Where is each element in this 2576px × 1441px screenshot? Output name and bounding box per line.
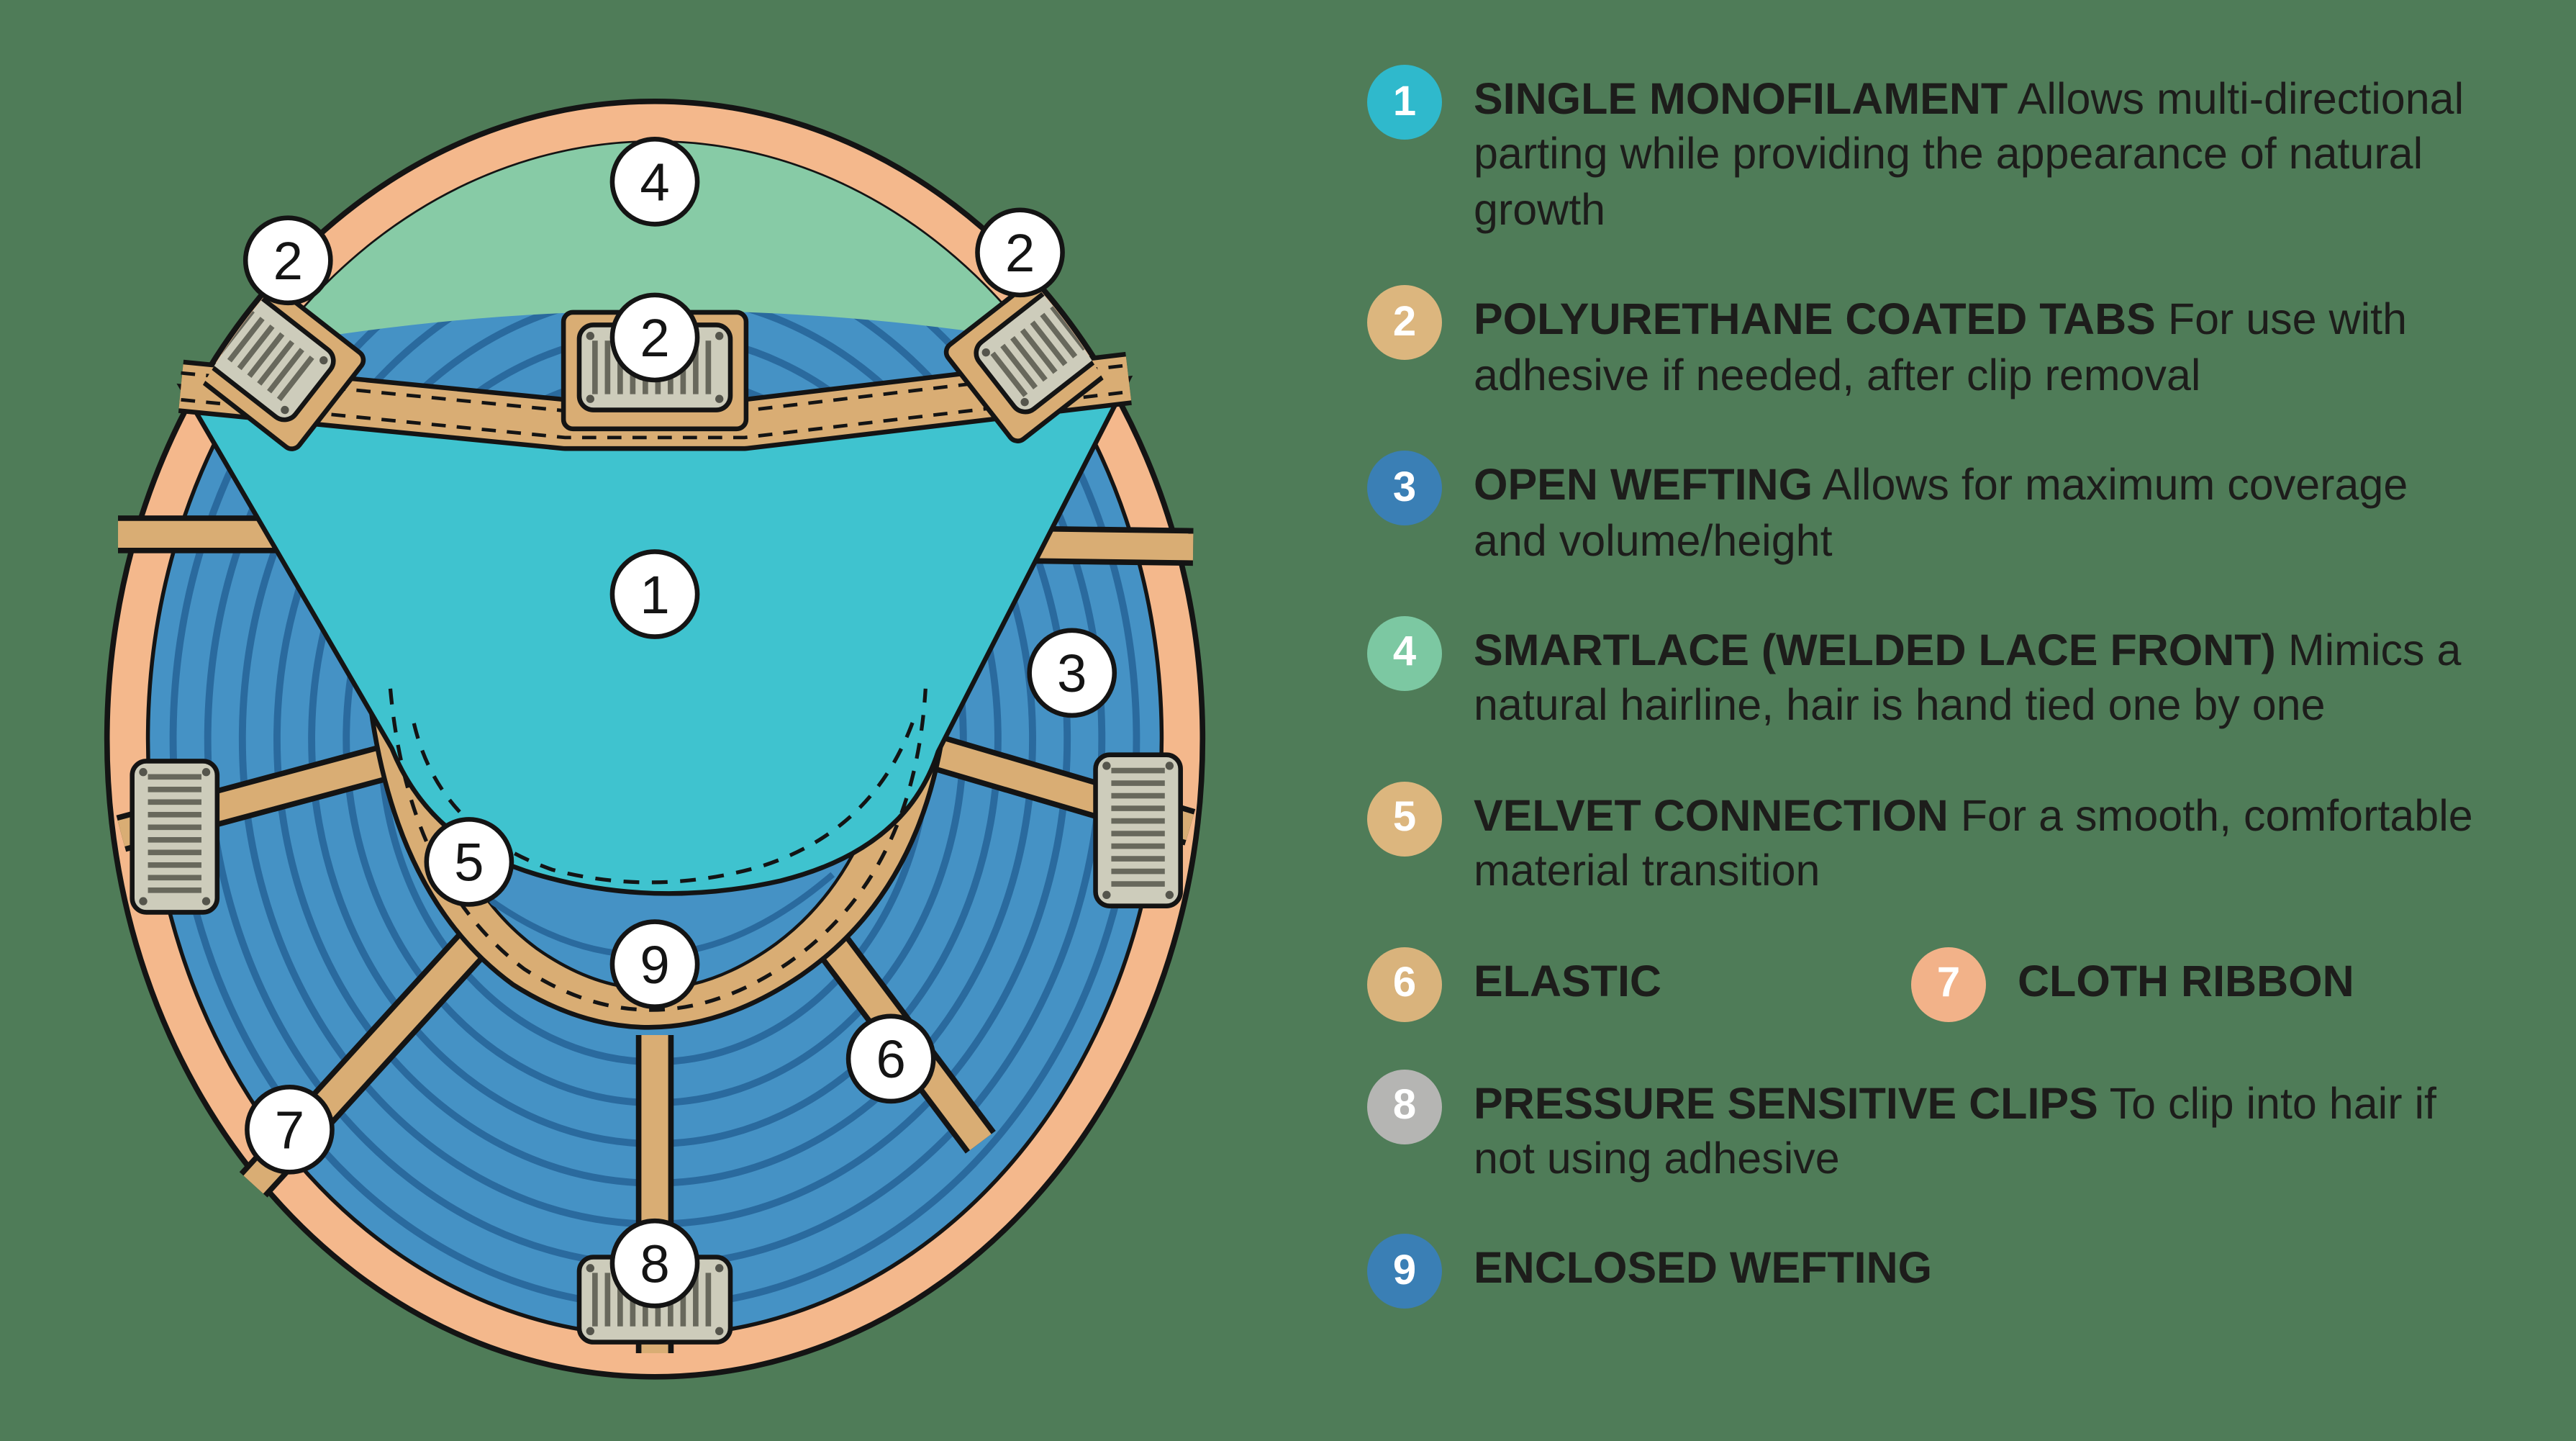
- legend-text-1: SINGLE MONOFILAMENT Allows multi-directi…: [1474, 72, 2481, 238]
- legend-item-single-monofilament: 1 SINGLE MONOFILAMENT Allows multi-direc…: [1367, 65, 2536, 238]
- marker-label: 2: [273, 231, 303, 291]
- legend-badge-9: 9: [1367, 1234, 1442, 1309]
- legend-title-1: SINGLE MONOFILAMENT: [1474, 75, 2008, 124]
- legend-title-8: PRESSURE SENSITIVE CLIPS: [1474, 1079, 2098, 1129]
- marker-clips: 8: [609, 1218, 700, 1309]
- legend-desc-4: Mimics a natural hairline, hair is hand …: [1474, 625, 2462, 731]
- legend-item-elastic: 6 ELASTIC: [1367, 947, 1911, 1022]
- legend-text-8: PRESSURE SENSITIVE CLIPS To clip into ha…: [1474, 1076, 2481, 1187]
- legend-text-6: ELASTIC: [1474, 954, 1661, 1009]
- marker-label: 4: [640, 153, 669, 212]
- marker-elastic: 6: [845, 1013, 936, 1104]
- legend-text-2: POLYURETHANE COATED TABS For use with ad…: [1474, 293, 2481, 404]
- legend-item-velvet-connection: 5 VELVET CONNECTION For a smooth, comfor…: [1367, 781, 2536, 900]
- legend-desc-3: Allows for maximum coverage and volume/h…: [1474, 461, 2408, 566]
- legend-text-4: SMARTLACE (WELDED LACE FRONT) Mimics a n…: [1474, 623, 2481, 734]
- legend-title-3: OPEN WEFTING: [1474, 461, 1813, 510]
- legend-badge-3: 3: [1367, 451, 1442, 526]
- marker-label: 6: [876, 1029, 905, 1089]
- marker-tab-left: 2: [242, 215, 333, 306]
- legend-text-7: CLOTH RIBBON: [2018, 954, 2354, 1009]
- legend-badge-7: 7: [1911, 947, 1986, 1022]
- legend-item-enclosed-wefting: 9 ENCLOSED WEFTING: [1367, 1234, 2536, 1309]
- marker-velvet: 5: [424, 817, 514, 907]
- legend-item-elastic-and-ribbon: 6 ELASTIC 7 CLOTH RIBBON: [1367, 947, 2536, 1022]
- marker-label: 2: [640, 308, 669, 368]
- legend-title-5: VELVET CONNECTION: [1474, 791, 1949, 841]
- velvet-stitch-outer: [388, 688, 928, 1012]
- legend-title-6: ELASTIC: [1474, 957, 1661, 1006]
- marker-label: 7: [275, 1101, 304, 1160]
- front-band-stitch-bottom: [181, 390, 1129, 440]
- marker-label: 9: [640, 935, 669, 995]
- legend-item-smartlace: 4 SMARTLACE (WELDED LACE FRONT) Mimics a…: [1367, 615, 2536, 734]
- legend-badge-4: 4: [1367, 615, 1442, 691]
- legend-item-pu-tabs: 2 POLYURETHANE COATED TABS For use with …: [1367, 285, 2536, 404]
- clip-left-side: [132, 761, 217, 912]
- clip-right-side: [1096, 755, 1181, 906]
- legend-badge-2: 2: [1367, 285, 1442, 361]
- front-band-stitch-top: [181, 363, 1129, 413]
- legend-badge-6: 6: [1367, 947, 1442, 1022]
- legend-text-3: OPEN WEFTING Allows for maximum coverage…: [1474, 458, 2481, 569]
- legend: 1 SINGLE MONOFILAMENT Allows multi-direc…: [1367, 65, 2536, 1309]
- marker-open-wefting: 3: [1027, 628, 1117, 718]
- legend-desc-5: For a smooth, comfortable material trans…: [1474, 791, 2473, 896]
- legend-title-4: SMARTLACE (WELDED LACE FRONT): [1474, 625, 2276, 675]
- legend-item-pressure-clips: 8 PRESSURE SENSITIVE CLIPS To clip into …: [1367, 1069, 2536, 1187]
- legend-title-2: POLYURETHANE COATED TABS: [1474, 295, 2156, 345]
- marker-label: 8: [640, 1234, 669, 1294]
- legend-badge-5: 5: [1367, 781, 1442, 857]
- marker-tab-right: 2: [975, 207, 1065, 298]
- marker-label: 5: [454, 833, 484, 893]
- marker-label: 2: [1005, 223, 1035, 283]
- marker-cloth-ribbon: 7: [245, 1084, 335, 1175]
- marker-label: 3: [1057, 643, 1087, 703]
- marker-enclosed-wefting: 9: [609, 919, 700, 1009]
- marker-label: 1: [640, 565, 669, 625]
- marker-lace-front: 4: [609, 137, 700, 227]
- legend-desc-2: For use with adhesive if needed, after c…: [1474, 295, 2408, 400]
- legend-text-5: VELVET CONNECTION For a smooth, comforta…: [1474, 789, 2481, 900]
- marker-tab-center: 2: [609, 292, 700, 383]
- legend-badge-8: 8: [1367, 1069, 1442, 1144]
- legend-title-7: CLOTH RIBBON: [2018, 957, 2354, 1006]
- legend-item-cloth-ribbon: 7 CLOTH RIBBON: [1911, 947, 2354, 1022]
- velvet-stitch-inner: [412, 716, 917, 885]
- marker-monofilament: 1: [609, 549, 700, 639]
- legend-text-9: ENCLOSED WEFTING: [1474, 1242, 1932, 1297]
- legend-badge-1: 1: [1367, 65, 1442, 140]
- legend-item-open-wefting: 3 OPEN WEFTING Allows for maximum covera…: [1367, 451, 2536, 569]
- legend-desc-1: Allows multi-directional parting while p…: [1474, 75, 2464, 235]
- legend-desc-8: To clip into hair if not using adhesive: [1474, 1079, 2436, 1184]
- wig-cap-diagram: 1 2 2 2 3 4 5 6 7 8 9: [104, 98, 1206, 1380]
- legend-title-9: ENCLOSED WEFTING: [1474, 1244, 1933, 1293]
